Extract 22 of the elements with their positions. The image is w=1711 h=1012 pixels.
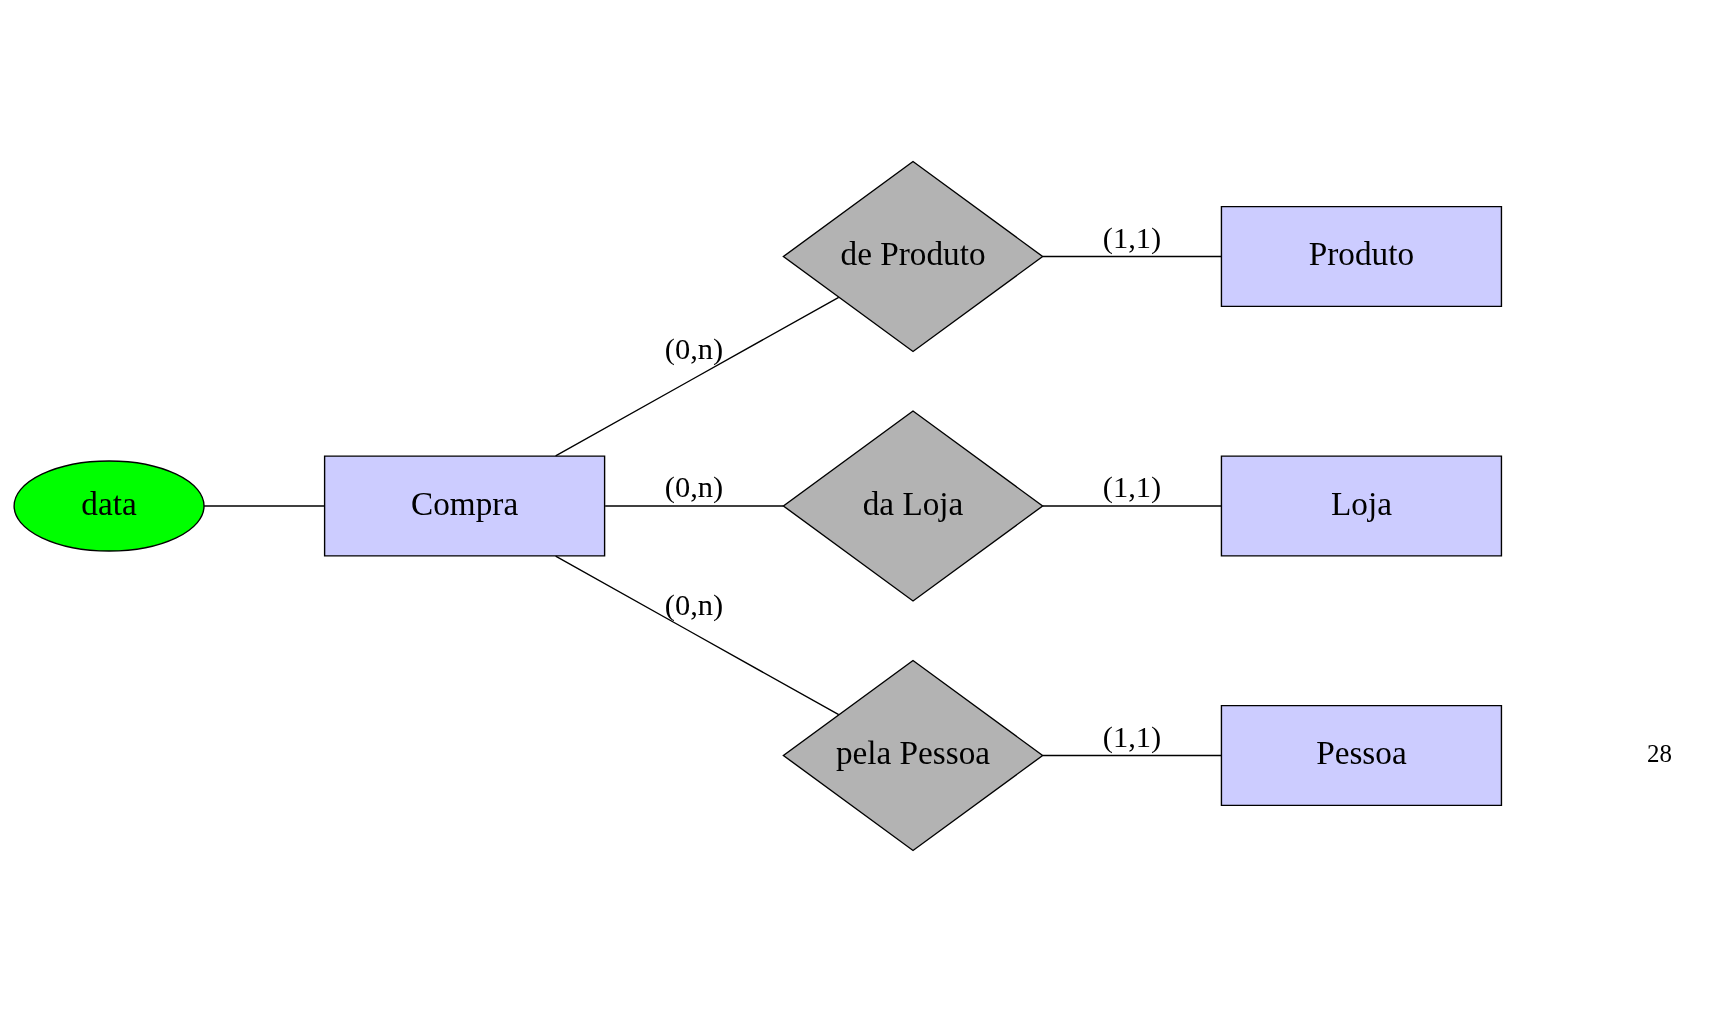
node-diamond: da Loja	[782, 410, 1044, 602]
node-box: Compra	[323, 455, 606, 557]
node-ellipse: data	[13, 460, 205, 552]
edge-label: (1,1)	[1102, 470, 1162, 505]
connector	[203, 505, 325, 507]
edge-label: (1,1)	[1102, 220, 1162, 255]
connector	[1042, 754, 1223, 757]
node-diamond: pela Pessoa	[782, 659, 1044, 852]
node-diamond: de Produto	[782, 160, 1044, 353]
connector	[554, 555, 840, 716]
connector	[1042, 255, 1223, 258]
node-box: Produto	[1220, 205, 1503, 308]
edge-label: (1,1)	[1102, 719, 1162, 754]
edge-label: (0,n)	[664, 331, 724, 366]
connector	[554, 296, 840, 457]
edge-label: (0,n)	[664, 470, 724, 505]
label: 28	[1646, 739, 1672, 767]
node-box: Pessoa	[1220, 704, 1503, 807]
node-box: Loja	[1220, 455, 1503, 557]
connector	[1042, 505, 1223, 507]
edge-label: (0,n)	[664, 587, 724, 622]
connector	[604, 505, 785, 507]
